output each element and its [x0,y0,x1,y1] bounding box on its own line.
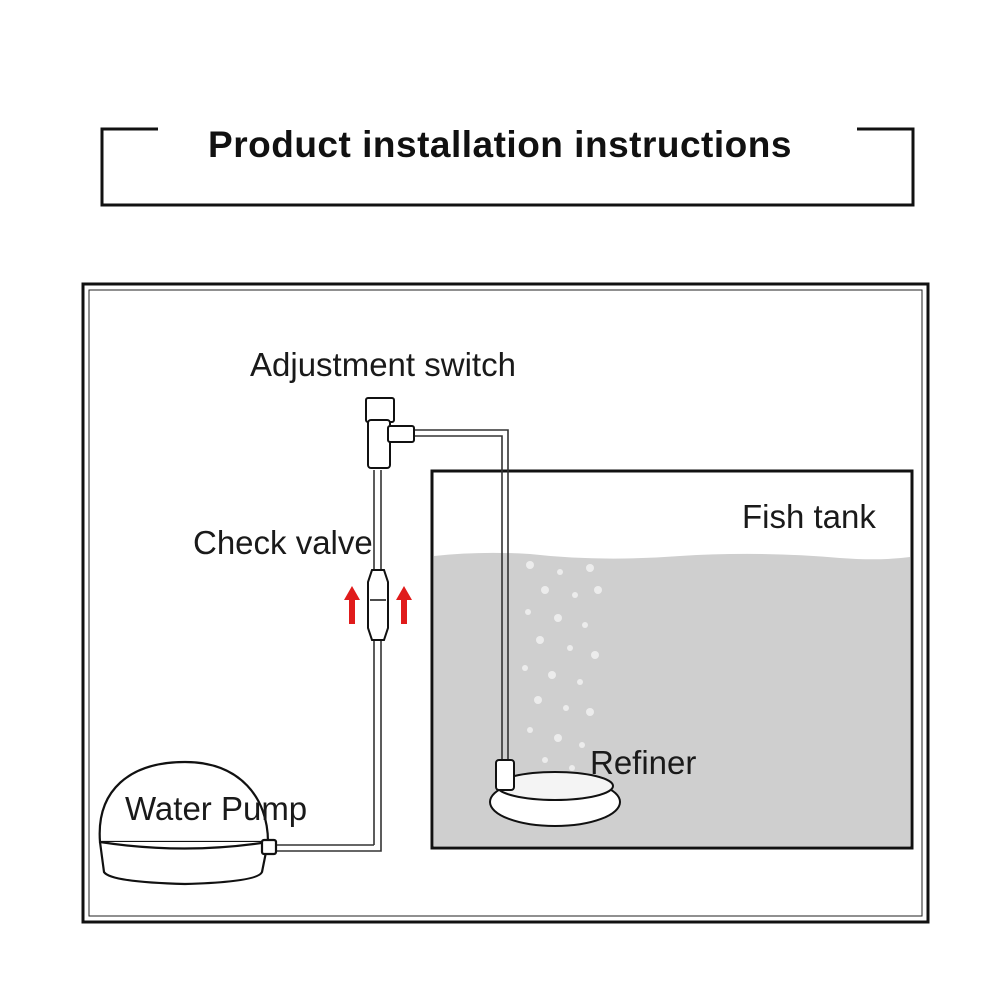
fish-tank [430,469,914,850]
check-valve-label: Check valve [193,524,373,561]
bubbles [522,561,602,771]
up-arrow-icon [344,586,360,624]
check-valve [367,569,389,641]
adjustment-switch-label: Adjustment switch [250,346,516,383]
refiner-label: Refiner [590,744,696,781]
water-pump-label: Water Pump [125,790,307,827]
page-title: Product installation instructions [208,124,792,165]
up-arrow-icon [396,586,412,624]
adjustment-switch [365,397,415,469]
refiner [489,759,621,827]
title-frame [100,127,915,207]
water-pump [98,760,278,886]
fish-tank-label: Fish tank [742,498,876,535]
air-tube-to-refiner [410,429,509,768]
